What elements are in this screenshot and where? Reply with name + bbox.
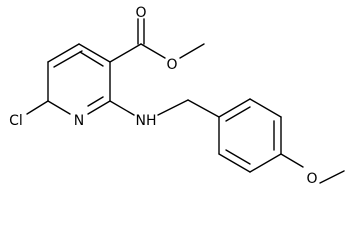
methoxy-group	[280, 153, 345, 184]
benzyl-amine-linker	[109, 99, 220, 118]
molecule-diagram: O O N NH Cl O	[9, 5, 345, 187]
bond-c3-c4	[78, 43, 111, 63]
structure-svg: O O N NH Cl O	[9, 5, 345, 187]
bond-b1-b2-inner	[225, 106, 251, 122]
bond-aryl-methoxy-o	[280, 153, 304, 168]
benzene-ring	[218, 98, 282, 173]
bond-c6-cl	[26, 100, 49, 115]
bond-carbonyl-ester-o	[140, 43, 166, 59]
bond-c4-c5-inner	[53, 50, 83, 68]
bond-methoxy-o-methyl	[319, 170, 345, 184]
bond-nh-ch2	[157, 99, 189, 116]
bond-b5-b6-inner	[225, 149, 251, 165]
bond-n1-c2-inner	[87, 96, 104, 107]
bond-b1-b2	[218, 98, 251, 118]
atom-label-carbonyl-o: O	[135, 5, 146, 21]
bond-b5-b6	[218, 153, 251, 173]
bond-n1-c2	[87, 100, 111, 115]
atom-label-chlorine: Cl	[9, 113, 23, 129]
atom-label-ester-o: O	[166, 57, 177, 73]
bond-c6-n1	[47, 100, 71, 115]
bond-c3-carbonyl	[109, 43, 142, 63]
atom-label-methoxy-o: O	[306, 171, 317, 187]
atom-label-amine-nh: NH	[136, 113, 157, 129]
bond-ester-o-methyl	[179, 43, 205, 59]
bond-c3-c4-inner	[79, 51, 104, 67]
atom-label-ring-n: N	[74, 113, 84, 129]
bond-b4-b5	[249, 153, 282, 173]
bond-c4-c5	[47, 43, 80, 63]
bond-ch2-aryl	[187, 99, 220, 118]
bond-c2-nh	[109, 100, 135, 116]
bond-b2-b3	[249, 98, 282, 118]
pyridine-ring	[47, 43, 111, 115]
ester-group	[109, 18, 205, 63]
